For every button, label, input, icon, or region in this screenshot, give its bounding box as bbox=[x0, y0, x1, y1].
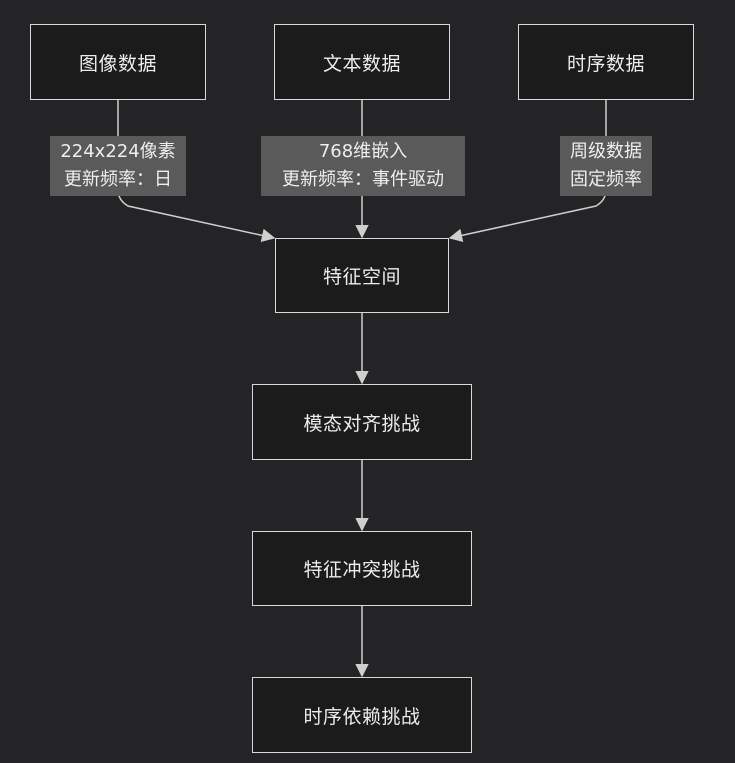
edge-label-image-line-2: 更新频率：日 bbox=[64, 169, 172, 190]
edge-label-text-line-1: 768维嵌入 bbox=[318, 141, 408, 162]
edge-label-image-line-1: 224x224像素 bbox=[60, 141, 176, 162]
node-modal-alignment-challenge-label: 模态对齐挑战 bbox=[303, 412, 421, 435]
edge-label-timeseries-line-2: 固定频率 bbox=[570, 169, 642, 190]
node-feature-space[interactable]: 特征空间 bbox=[275, 238, 449, 313]
node-temporal-dependency-challenge-label: 时序依赖挑战 bbox=[303, 705, 421, 728]
edge-label-text: 768维嵌入 更新频率：事件驱动 bbox=[261, 136, 465, 196]
edge-label-text-line-2: 更新频率：事件驱动 bbox=[282, 169, 444, 190]
node-temporal-dependency-challenge[interactable]: 时序依赖挑战 bbox=[252, 677, 472, 753]
node-text-data-label: 文本数据 bbox=[322, 52, 401, 75]
node-feature-conflict-challenge[interactable]: 特征冲突挑战 bbox=[252, 531, 472, 606]
edge-label-image: 224x224像素 更新频率：日 bbox=[50, 136, 186, 196]
node-timeseries-data[interactable]: 时序数据 bbox=[518, 24, 694, 100]
node-timeseries-data-label: 时序数据 bbox=[566, 52, 645, 75]
node-feature-conflict-challenge-label: 特征冲突挑战 bbox=[303, 559, 421, 581]
node-image-data[interactable]: 图像数据 bbox=[30, 24, 206, 100]
node-text-data[interactable]: 文本数据 bbox=[274, 24, 450, 100]
node-image-data-label: 图像数据 bbox=[78, 52, 157, 75]
edge-label-timeseries-line-1: 周级数据 bbox=[570, 141, 642, 162]
node-modal-alignment-challenge[interactable]: 模态对齐挑战 bbox=[252, 384, 472, 460]
node-feature-space-label: 特征空间 bbox=[322, 266, 401, 288]
edge-label-timeseries: 周级数据 固定频率 bbox=[560, 136, 652, 196]
